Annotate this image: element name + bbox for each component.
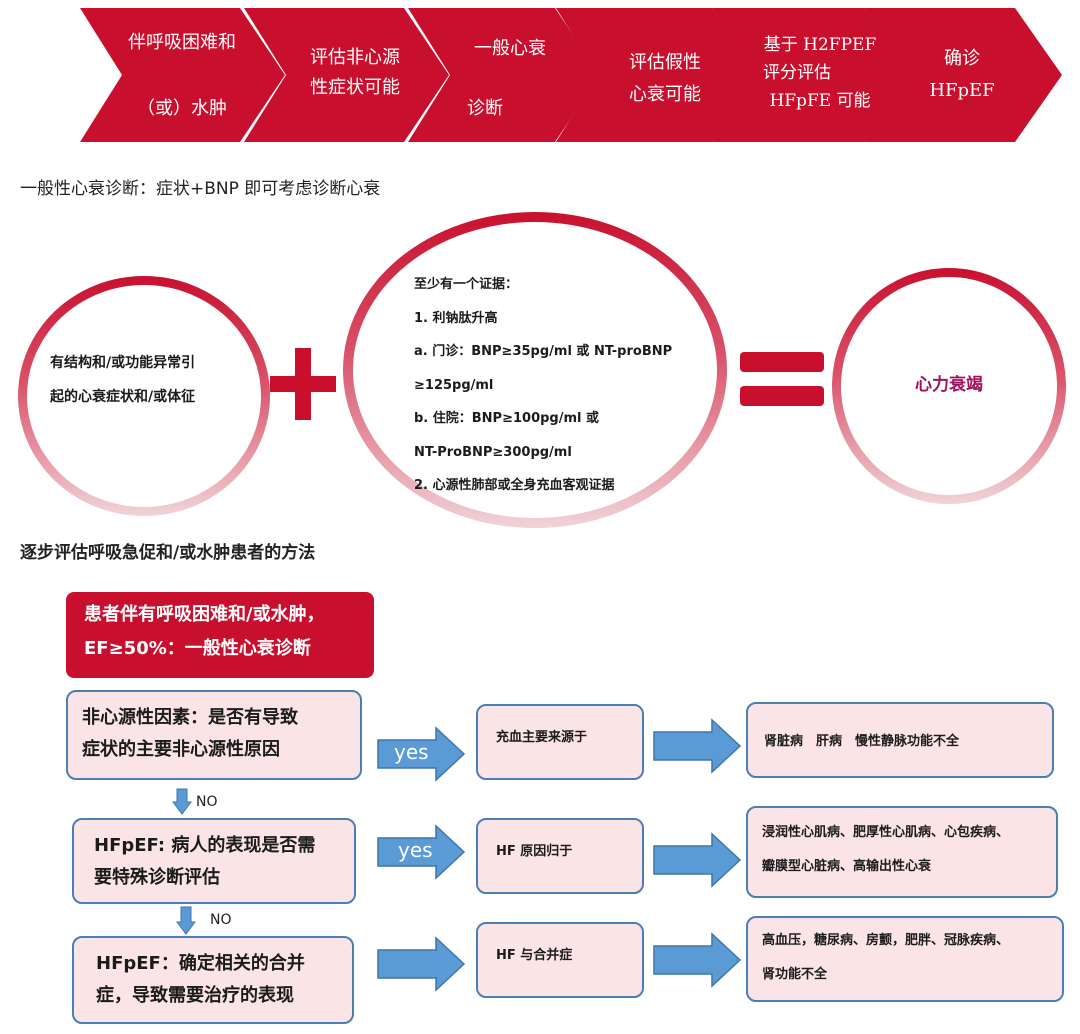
hfpef-evaluation-line2: 要特殊诊断评估 [94, 867, 220, 888]
chevron-6-line2: HFpEF [929, 80, 995, 101]
chevron-4-label: 评估假性 心衰可能 [605, 50, 725, 108]
evidence-line-3: a. 门诊：BNP≥35pg/ml 或 NT-proBNP [414, 344, 673, 359]
congestion-causes-text: 肾脏病 肝病 慢性静脉功能不全 [764, 734, 960, 749]
no-arrow-2 [176, 906, 196, 935]
no-arrow-1 [172, 788, 192, 815]
start-box: 患者伴有呼吸困难和/或水肿， EF≥50%：一般性心衰诊断 [66, 592, 374, 678]
chevron-6-line1: 确诊 [944, 48, 980, 69]
non-cardiac-box: 非心源性因素：是否有导致 症状的主要非心源性原因 [66, 690, 362, 780]
chevron-2 [244, 8, 449, 142]
non-cardiac-line1: 非心源性因素：是否有导致 [82, 707, 298, 728]
chevron-6 [865, 8, 1062, 142]
evidence-line-2: 1. 利钠肽升高 [414, 310, 498, 326]
hf-comorbidity-box: HF 与合并症 [476, 922, 644, 998]
chevron-4-line2: 心衰可能 [629, 84, 701, 105]
chevron-4-line1: 评估假性 [629, 52, 701, 73]
right-circle [832, 268, 1066, 504]
middle-circle [343, 212, 727, 528]
plus-icon [270, 348, 336, 420]
chevron-3 [408, 8, 600, 142]
section-2-title: 逐步评估呼吸急促和/或水肿患者的方法 [20, 543, 316, 563]
chevron-3-line1: 一般心衰 [474, 38, 546, 59]
equals-icon [740, 352, 824, 406]
chevron-6-label: 确诊 HFpEF [912, 46, 1012, 104]
left-circle [18, 276, 270, 516]
congestion-causes-box: 肾脏病 肝病 慢性静脉功能不全 [746, 702, 1054, 778]
comorbidity-line1: HFpEF：确定相关的合并 [96, 953, 305, 974]
comorbidity-list-box: 高血压，糖尿病、房颤，肥胖、冠脉疾病、 肾功能不全 [746, 916, 1064, 1002]
arrow-right-1 [653, 718, 742, 774]
hf-comorbidity-text: HF 与合并症 [496, 948, 573, 963]
middle-circle-text: 至少有一个证据： 1. 利钠肽升高 a. 门诊：BNP≥35pg/ml 或 NT… [414, 268, 714, 503]
section-1-title: 一般性心衰诊断：症状+BNP 即可考虑诊断心衰 [20, 179, 381, 199]
hf-cause-text: HF 原因归于 [496, 844, 573, 859]
process-chevron-banner [80, 8, 1062, 142]
chevron-2-line2: 性症状可能 [310, 77, 400, 98]
chevron-2-label: 评估非心源 性症状可能 [290, 45, 420, 101]
evidence-line-5: b. 住院：BNP≥100pg/ml 或 [414, 411, 600, 426]
evidence-line-7: 2. 心源性肺部或全身充血客观证据 [414, 478, 615, 493]
comorbidity-box: HFpEF：确定相关的合并 症，导致需要治疗的表现 [72, 936, 354, 1024]
comorbidity-list-line1: 高血压，糖尿病、房颤，肥胖、冠脉疾病、 [762, 933, 1010, 948]
chevron-5-line3: HFpFE 可能 [769, 91, 871, 111]
congestion-source-text: 充血主要来源于 [496, 730, 588, 745]
left-circle-text: 有结构和/或功能异常引 起的心衰症状和/或体征 [50, 346, 250, 414]
yes-arrow-1 [377, 726, 466, 782]
no-label-1: NO [196, 794, 218, 810]
start-box-line1: 患者伴有呼吸困难和/或水肿， [84, 604, 325, 625]
chevron-2-line1: 评估非心源 [310, 47, 400, 68]
left-circle-line1: 有结构和/或功能异常引 [50, 355, 196, 371]
cardiomyopathy-line1: 浸润性心肌病、肥厚性心肌病、心包疾病、 [762, 825, 1010, 840]
arrow-right-2 [653, 832, 742, 888]
hf-cause-box: HF 原因归于 [476, 818, 644, 894]
chevron-1-line2: （或）水肿 [137, 98, 227, 119]
left-circle-line2: 起的心衰症状和/或体征 [50, 389, 196, 405]
hfpef-evaluation-line1: HFpEF: 病人的表现是否需 [94, 835, 316, 856]
comorbidity-list-line2: 肾功能不全 [762, 967, 828, 982]
chevron-1-line1: 伴呼吸困难和 [128, 32, 236, 53]
chevron-5-label: 基于 H2FPEF 评分评估 HFpFE 可能 [755, 32, 885, 114]
arrow-right-3b [653, 932, 742, 988]
evidence-line-4: ≥125pg/ml [414, 377, 494, 393]
chevron-3-line2: 诊断 [467, 98, 503, 119]
congestion-source-box: 充血主要来源于 [476, 704, 644, 780]
evidence-line-1: 至少有一个证据： [414, 277, 519, 292]
cardiomyopathy-line2: 瓣膜型心脏病、高输出性心衰 [762, 859, 932, 874]
chevron-1 [80, 8, 285, 142]
chevron-5 [712, 8, 910, 142]
cardiomyopathy-box: 浸润性心肌病、肥厚性心肌病、心包疾病、 瓣膜型心脏病、高输出性心衰 [746, 806, 1058, 898]
comorbidity-line2: 症，导致需要治疗的表现 [96, 985, 294, 1006]
arrow-right-3a [377, 936, 466, 992]
chevron-1-label: 伴呼吸困难和 （或）水肿 [112, 30, 252, 122]
evidence-line-6: NT-ProBNP≥300pg/ml [414, 444, 572, 460]
hfpef-evaluation-box: HFpEF: 病人的表现是否需 要特殊诊断评估 [72, 818, 356, 904]
no-label-2: NO [210, 912, 232, 928]
start-box-line2: EF≥50%：一般性心衰诊断 [84, 638, 311, 659]
chevron-5-line2: 评分评估 [763, 63, 831, 83]
yes-label-1: yes [394, 740, 429, 764]
heart-failure-label: 心力衰竭 [915, 375, 983, 395]
chevron-3-label: 一般心衰 诊断 [455, 36, 565, 122]
non-cardiac-line2: 症状的主要非心源性原因 [82, 739, 280, 760]
chevron-4 [556, 8, 757, 142]
yes-label-2: yes [398, 838, 433, 862]
chevron-5-line1: 基于 H2FPEF [763, 35, 877, 55]
yes-arrow-2 [377, 824, 466, 880]
